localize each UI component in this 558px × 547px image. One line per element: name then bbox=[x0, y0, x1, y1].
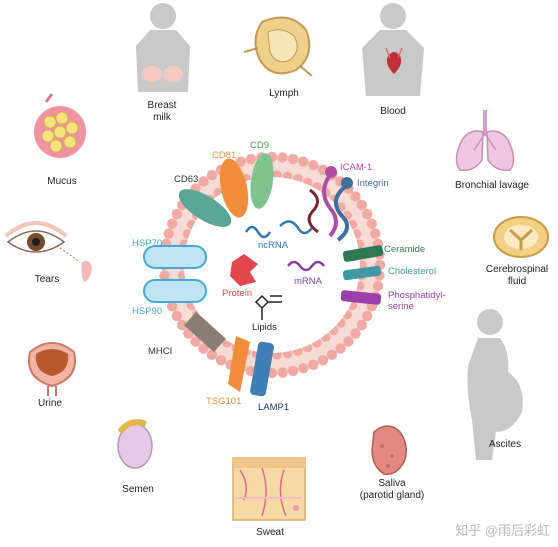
membrane-bead bbox=[356, 199, 367, 211]
membrane-bead bbox=[159, 270, 170, 281]
cholesterol-label: Cholesterol bbox=[388, 266, 437, 277]
ceramide-lipid bbox=[342, 245, 384, 262]
membrane-bead bbox=[277, 367, 288, 378]
phosphatidylserine-lipid bbox=[340, 290, 382, 305]
membrane-bead bbox=[163, 228, 174, 239]
lipids-label: Lipids bbox=[252, 322, 277, 333]
ascites-icon bbox=[467, 309, 523, 460]
mhci-protein bbox=[184, 311, 226, 353]
membrane-bead bbox=[245, 153, 257, 165]
watermark: 知乎 @雨后彩虹 bbox=[455, 523, 550, 538]
tsg101-protein bbox=[228, 336, 250, 392]
breast-milk-icon bbox=[136, 3, 190, 92]
membrane-bead bbox=[206, 349, 218, 360]
membrane-bead bbox=[167, 301, 178, 312]
mhci-label: MHCI bbox=[148, 346, 173, 357]
cd63-label: CD63 bbox=[174, 174, 199, 185]
ncrna-strand bbox=[244, 220, 313, 239]
breast-milk-label: Breast milk bbox=[147, 100, 177, 123]
membrane-bead bbox=[362, 208, 373, 220]
cd63-protein bbox=[178, 189, 232, 227]
ceramide-label: Ceramide bbox=[384, 244, 426, 255]
ascites-label: Ascites bbox=[488, 439, 522, 450]
membrane-bead bbox=[335, 343, 346, 354]
sweat-label: Sweat bbox=[256, 527, 284, 538]
semen-label: Semen bbox=[122, 484, 154, 495]
hsp70-label: HSP70 bbox=[132, 238, 163, 249]
hsp70-protein bbox=[143, 245, 207, 269]
membrane-bead bbox=[350, 191, 361, 202]
eye-icon bbox=[4, 221, 92, 282]
icam1-label: ICAM-1 bbox=[340, 162, 373, 173]
bladder-icon bbox=[28, 342, 76, 396]
protein-label: Protein bbox=[222, 288, 253, 299]
urine-label: Urine bbox=[38, 398, 62, 409]
cd81-protein bbox=[219, 158, 249, 218]
cerebrospinal-fluid-label: Cerebrospinal fluid bbox=[485, 264, 549, 287]
membrane-bead bbox=[356, 319, 367, 331]
membrane-bead bbox=[372, 280, 384, 292]
membrane-bead bbox=[287, 365, 299, 377]
lipid-molecule bbox=[254, 294, 282, 320]
phosphatidylserine-label: Phosphatidyl- serine bbox=[388, 290, 446, 312]
lungs-icon bbox=[455, 110, 515, 172]
membrane-bead bbox=[198, 176, 209, 187]
tears-label: Tears bbox=[34, 274, 60, 285]
mucus-label: Mucus bbox=[47, 176, 77, 187]
ncrna-label: ncRNA bbox=[258, 240, 289, 251]
membrane-bead bbox=[308, 359, 319, 370]
saliva-label: Saliva (parotid gland) bbox=[359, 478, 425, 501]
mrna-strand bbox=[287, 260, 325, 272]
membrane-bead bbox=[317, 355, 329, 366]
cd9-protein bbox=[250, 153, 274, 209]
cd81-label: CD81 bbox=[212, 150, 237, 161]
protein-cargo bbox=[230, 254, 258, 286]
lamp1-label: LAMP1 bbox=[258, 402, 290, 413]
cd9-label: CD9 bbox=[250, 140, 270, 151]
icam1-protein bbox=[322, 173, 338, 238]
membrane-bead bbox=[171, 310, 182, 322]
membrane-bead bbox=[350, 328, 361, 339]
blood-label: Blood bbox=[380, 106, 406, 117]
membrane-bead bbox=[235, 156, 246, 167]
lymph-label: Lymph bbox=[269, 88, 299, 99]
mrna-label: mRNA bbox=[294, 276, 322, 287]
membrane-bead bbox=[308, 160, 319, 171]
blood-icon bbox=[362, 3, 424, 96]
membrane-bead bbox=[198, 343, 209, 354]
tsg101-label: TSG101 bbox=[206, 396, 242, 407]
mucus-gland-icon bbox=[34, 93, 86, 158]
membrane-bead bbox=[326, 349, 338, 360]
hsp90-protein bbox=[143, 279, 207, 303]
membrane-bead bbox=[343, 336, 354, 347]
integrin-protein bbox=[334, 184, 350, 242]
parotid-gland-icon bbox=[371, 425, 407, 475]
membrane-bead bbox=[171, 208, 182, 220]
skin-section-icon bbox=[232, 457, 306, 521]
testis-icon bbox=[117, 419, 153, 469]
cholesterol-lipid bbox=[342, 265, 382, 281]
spinal-cord-icon bbox=[493, 216, 549, 258]
membrane-bead bbox=[370, 228, 381, 239]
membrane-bead bbox=[287, 153, 299, 165]
membrane-bead bbox=[177, 319, 188, 331]
icam1-head bbox=[325, 166, 337, 178]
membrane-bead bbox=[167, 218, 178, 229]
membrane-bead bbox=[298, 156, 309, 167]
integrin-head bbox=[341, 177, 353, 189]
lamp1-protein bbox=[250, 341, 274, 397]
bronchial-lavage-label: Bronchial lavage bbox=[455, 180, 529, 191]
membrane-bead bbox=[362, 310, 373, 322]
hsp90-label: HSP90 bbox=[132, 306, 163, 317]
membrane-bead bbox=[277, 152, 288, 163]
membrane-bead bbox=[190, 336, 201, 347]
membrane-bead bbox=[206, 170, 218, 181]
integrin-label: Integrin bbox=[357, 178, 389, 189]
membrane-bead bbox=[366, 218, 377, 229]
lymph-node-icon bbox=[243, 16, 313, 77]
membrane-bead bbox=[298, 363, 309, 374]
membrane-bead bbox=[215, 355, 227, 366]
